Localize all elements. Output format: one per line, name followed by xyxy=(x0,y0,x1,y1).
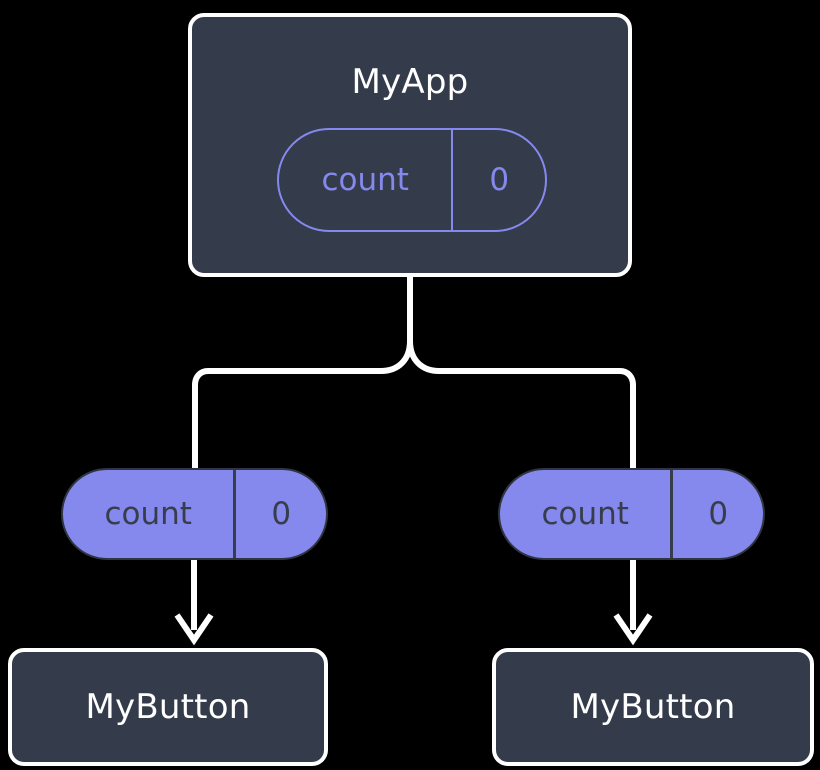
state-pill-key: count xyxy=(321,161,409,198)
prop-pill-key: count xyxy=(104,495,192,532)
component-node-mybutton-left[interactable]: MyButton xyxy=(8,648,328,766)
prop-pill-divider xyxy=(233,470,237,558)
prop-pill-key: count xyxy=(541,495,629,532)
connector-branch-left xyxy=(192,340,413,468)
prop-pill-left-count[interactable]: count 0 xyxy=(61,468,328,560)
state-pill-myapp-count[interactable]: count 0 xyxy=(277,128,547,232)
arrowhead-right xyxy=(613,613,653,646)
component-title-myapp: MyApp xyxy=(351,62,469,102)
prop-pill-value: 0 xyxy=(271,495,292,532)
state-pill-divider xyxy=(451,130,454,230)
prop-pill-right-count[interactable]: count 0 xyxy=(498,468,765,560)
arrowhead-left xyxy=(174,613,214,646)
component-node-myapp[interactable]: MyApp xyxy=(188,13,632,277)
component-title-mybutton-left: MyButton xyxy=(85,687,251,727)
prop-pill-divider xyxy=(670,470,674,558)
component-node-mybutton-right[interactable]: MyButton xyxy=(492,648,814,766)
prop-pill-value: 0 xyxy=(708,495,729,532)
state-pill-value: 0 xyxy=(489,161,510,198)
connector-branch-right xyxy=(407,340,636,468)
component-title-mybutton-right: MyButton xyxy=(570,687,736,727)
